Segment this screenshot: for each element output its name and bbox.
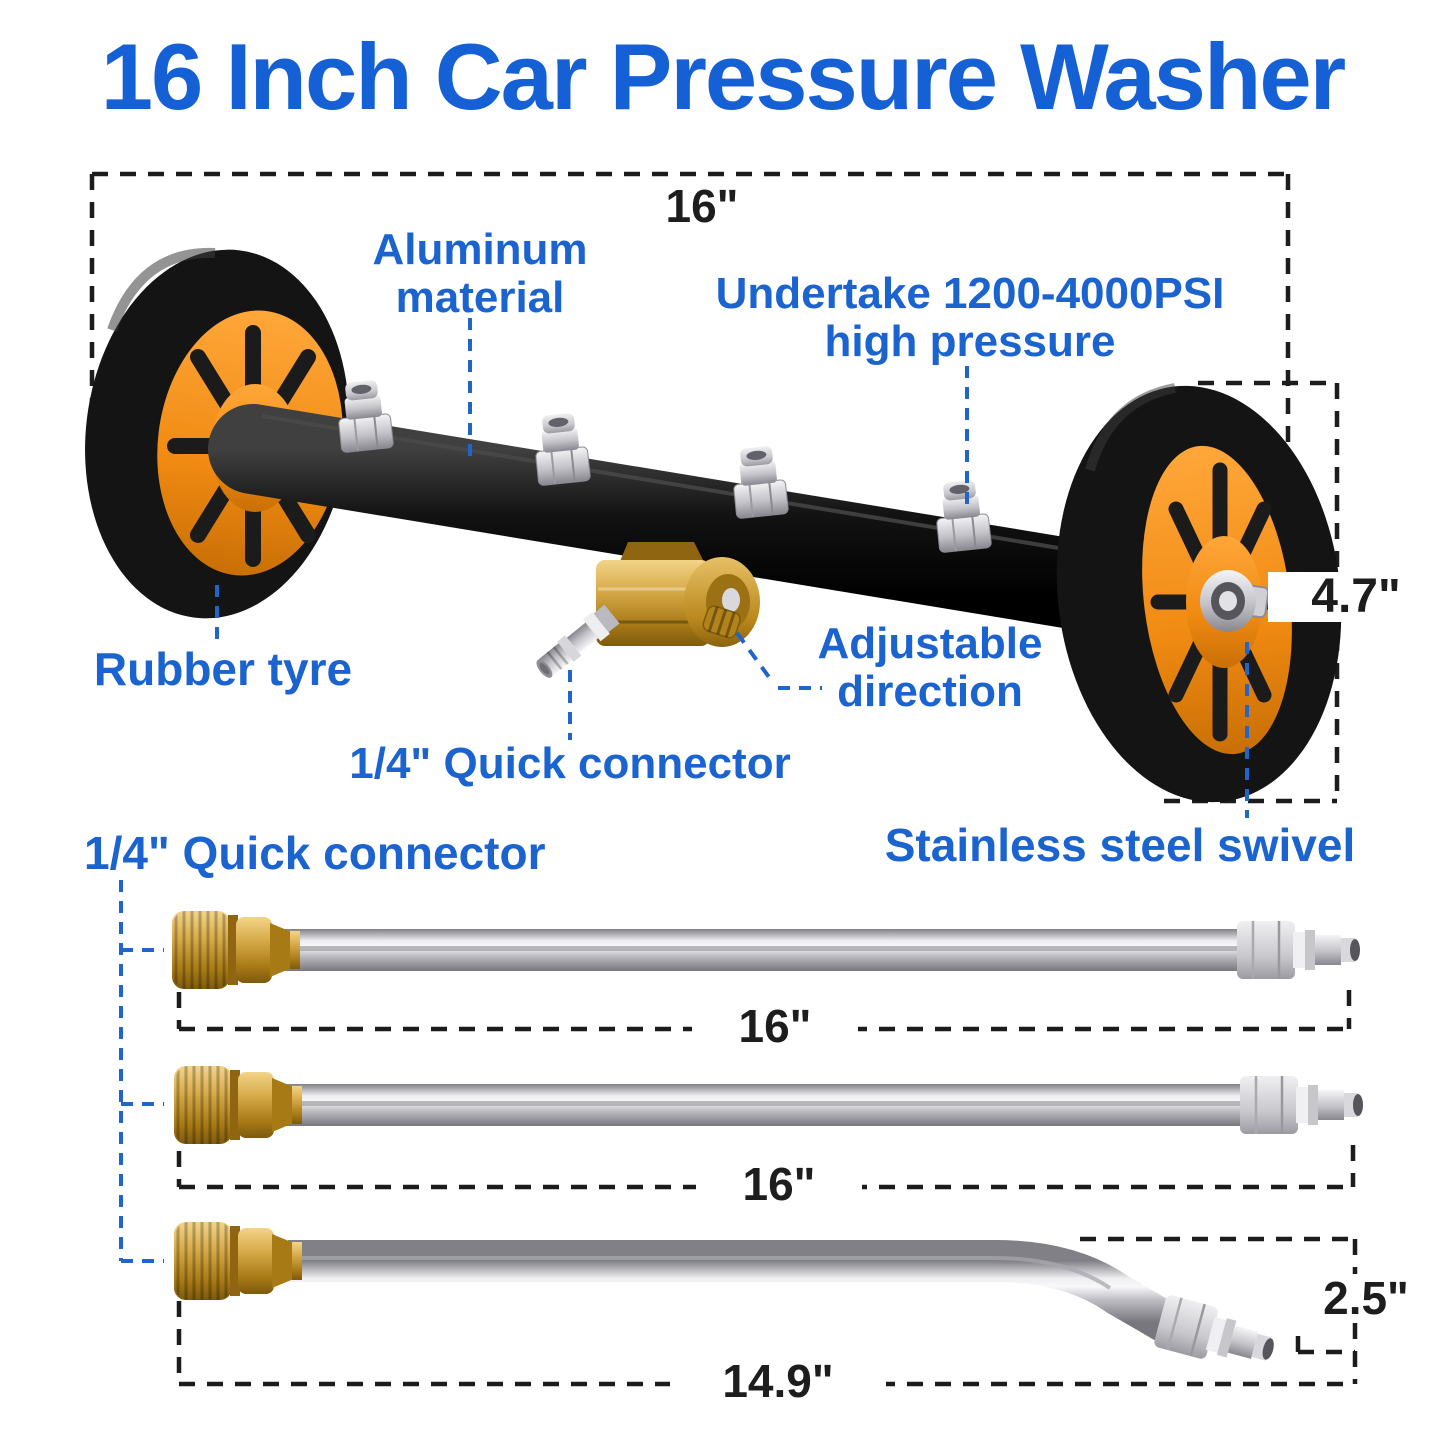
dim-height-label: 4.7" [1268,571,1444,623]
quick-connect-valve [536,542,760,678]
label-pressure-line1: Undertake 1200-4000PSI [715,269,1225,318]
label-aluminum-material: Aluminum material [330,225,630,323]
label-quick-connector-bottom: 1/4" Quick connector [84,827,546,879]
label-quick-connector-top: 1/4" Quick connector [349,739,791,788]
surface-cleaner [85,247,1342,803]
spray-nozzle-2 [535,413,591,486]
inlet-plug [536,604,620,678]
callout-bracket-wands [119,880,164,1263]
dim-wand3-label: 14.9" [670,1357,886,1405]
extension-wand-2 [174,1066,1363,1144]
wand2-coupler [174,1066,302,1144]
swivel-bearing [1200,570,1270,632]
dimension-lines-black [89,171,1358,1387]
label-adjustable-line2: direction [837,667,1023,717]
dim-wand1-label: 16" [692,1002,858,1050]
dim-wand2-label: 16" [696,1160,862,1208]
wand3-coupler [174,1222,302,1300]
dim-wand1-line [176,990,1352,1032]
callout-line-adjustable [735,631,822,690]
label-aluminum-line2: material [395,273,565,323]
extension-wand-1 [172,911,1360,989]
label-adjustable-line1: Adjustable [817,619,1043,668]
dim-width-label: 16" [619,182,785,230]
wand1-coupler [172,911,300,989]
label-swivel: Stainless steel swivel [884,819,1356,871]
wand3-plug-end [1154,1295,1274,1361]
wand2-plug-end [1240,1076,1363,1134]
spray-nozzle-3 [733,446,789,519]
callout-lines-blue [119,318,1249,1263]
label-pressure-rating: Undertake 1200-4000PSI high pressure [650,269,1290,367]
wand3-rod [288,1240,1176,1341]
spray-nozzles [338,380,992,553]
right-wheel [1056,383,1342,803]
wand1-plug-end [1237,921,1360,979]
page-title: 16 Inch Car Pressure Washer [100,24,1346,129]
dim-wand2-line [176,1145,1356,1190]
spray-nozzle-1 [338,380,394,453]
aluminum-bar [208,404,1197,642]
label-rubber-tyre: Rubber tyre [93,643,353,695]
spray-nozzle-4 [936,480,992,553]
extension-wand-3 [174,1222,1274,1361]
label-aluminum-line1: Aluminum [372,225,588,274]
label-adjustable-direction: Adjustable direction [795,619,1065,717]
label-pressure-line2: high pressure [824,317,1116,367]
adjust-knob [702,605,741,639]
dim-tip-label: 2.5" [1278,1274,1445,1322]
